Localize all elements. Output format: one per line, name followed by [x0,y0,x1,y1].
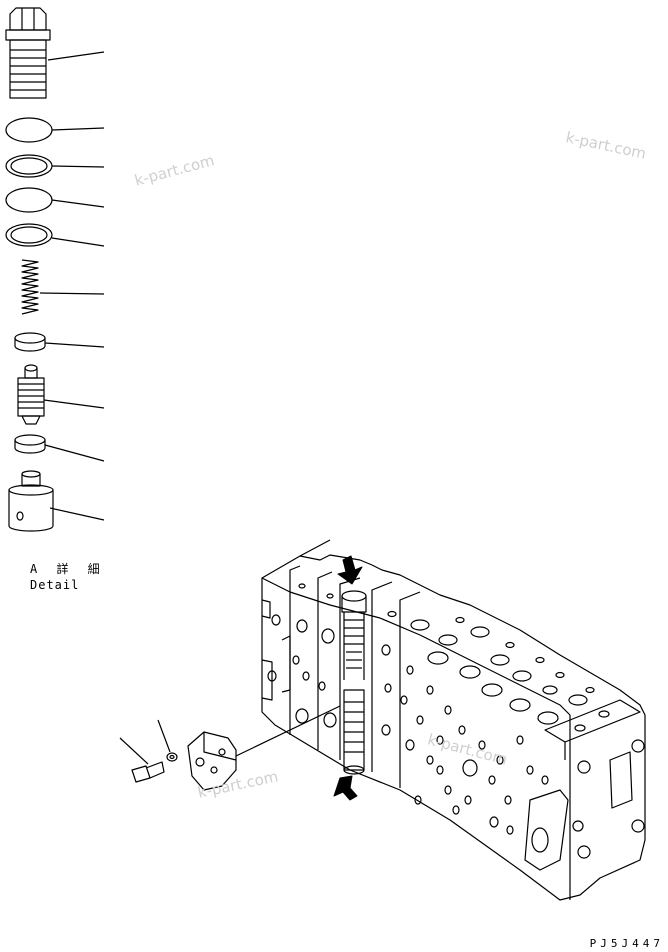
detail-label-japanese: A 詳 細 [30,562,106,576]
o-ring-part [5,187,105,213]
figure-code: PJ5J447 [589,937,664,950]
cover-bracket-part [187,705,341,791]
detail-label-english: Detail [30,578,80,592]
o-ring-part [5,117,105,143]
spring-part [21,259,105,315]
poppet-part [17,364,105,425]
installed-cartridge [299,539,367,775]
plug-part [5,7,105,99]
washer-part [157,719,178,762]
seat-ring-part [14,332,105,352]
backup-ring-part [5,223,105,247]
sleeve-part [8,470,105,532]
bolt-part [119,737,165,783]
up-arrow-icon [333,775,358,801]
backup-ring-part [5,154,105,178]
down-arrow-icon [337,555,363,585]
seat-ring-part [14,434,105,462]
control-valve-body [261,554,646,901]
